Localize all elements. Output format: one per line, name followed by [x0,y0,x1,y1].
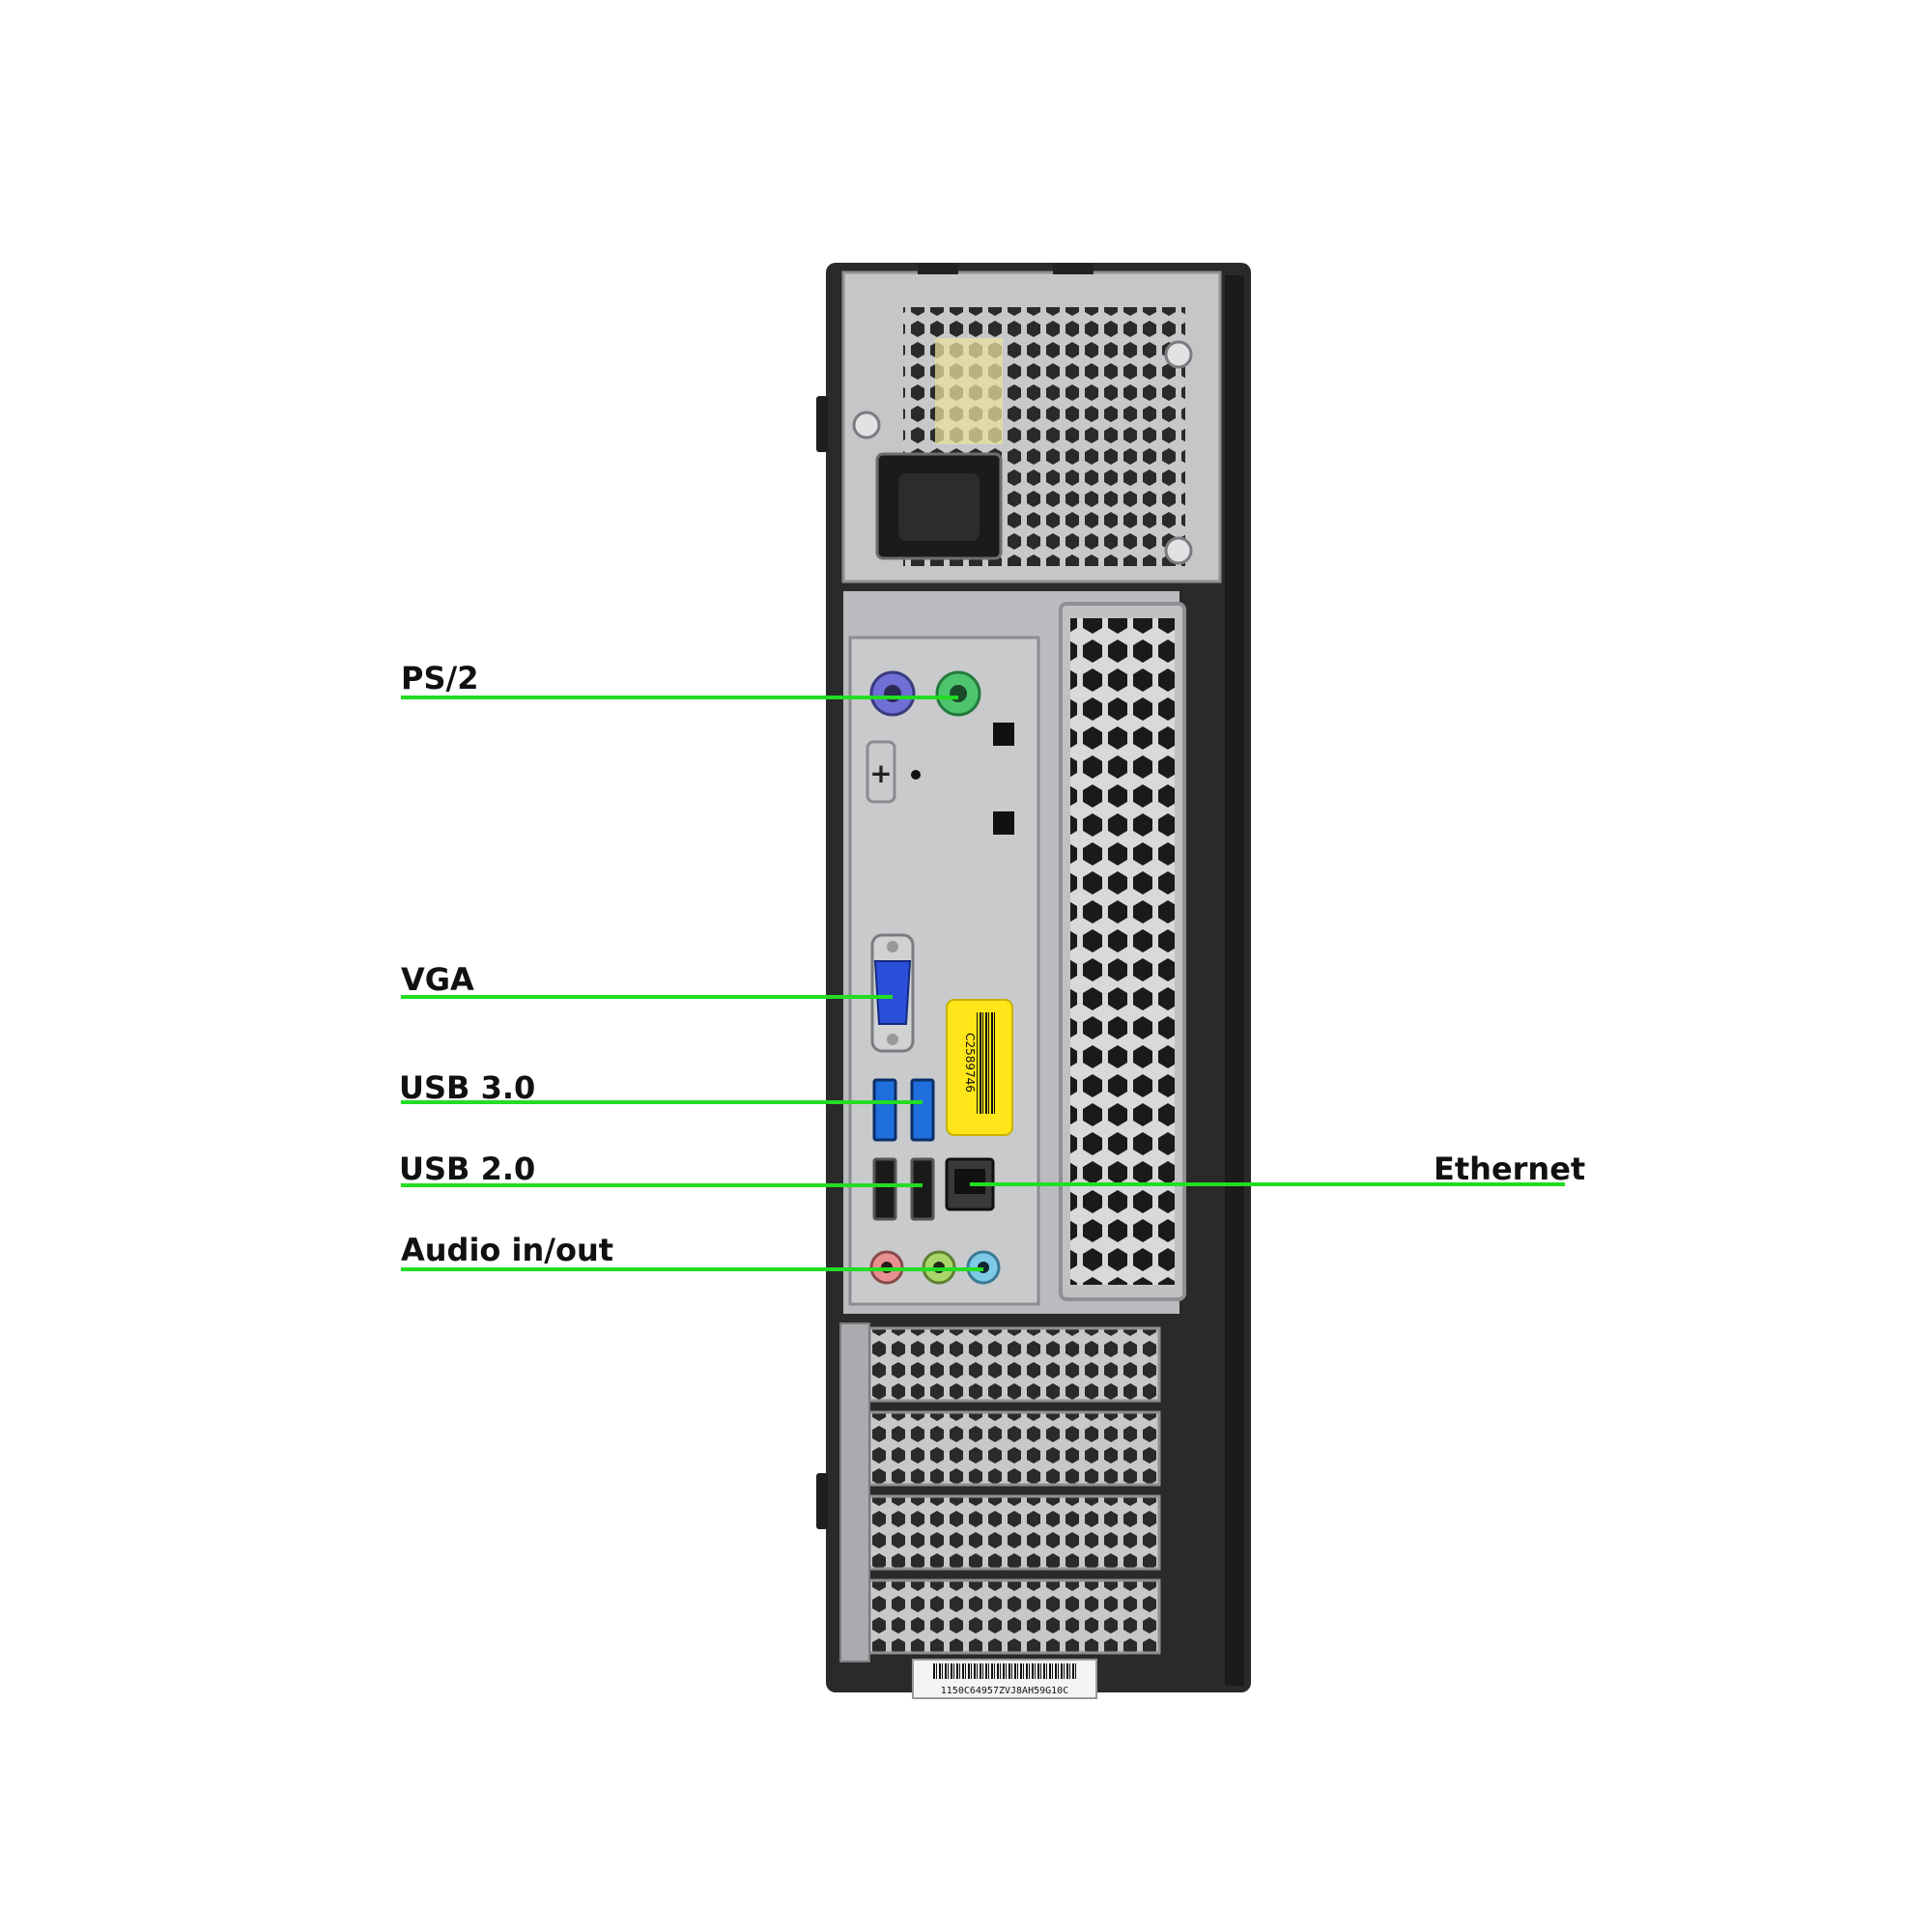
leader-lines [401,696,1565,1271]
usb3-ports [872,1078,935,1142]
vga-screw-top [887,941,898,952]
usb2-port-right[interactable] [910,1157,935,1221]
label-vga: VGA [401,961,474,998]
ps2-keyboard-port-center [884,685,901,702]
io-shield-slot-2 [993,811,1014,835]
label-ethernet: Ethernet [1434,1151,1586,1187]
power-socket-inner [898,473,980,541]
ground-hole [911,770,921,780]
ground-bracket [866,740,896,804]
ground-plus-symbol: + [869,757,892,789]
psu-top-tab-left [918,263,958,274]
expansion-slot-2 [867,1410,1161,1487]
psu-top-tab-right [1053,263,1094,274]
psu-screw-top-right [1164,340,1193,369]
ethernet-port-jack [954,1169,985,1194]
vga-port[interactable] [873,960,912,1025]
vga-port-group [870,933,915,1053]
expansion-slot-3 [867,1494,1161,1571]
expansion-slot-4 [867,1578,1161,1655]
case-left-bump-top [816,396,828,452]
case-left-bump-bottom [816,1473,828,1529]
label-usb3: USB 3.0 [399,1069,536,1106]
usb2-port-left[interactable] [872,1157,897,1221]
usb3-port-right[interactable] [910,1078,935,1142]
io-shield-slot-1 [993,723,1014,746]
ps2-ports [869,670,981,717]
psu-label [935,338,1003,444]
label-usb2: USB 2.0 [399,1151,536,1187]
ps2-mouse-port-center [950,685,967,702]
psu-screw-bottom-right [1164,536,1193,565]
usb3-port-left[interactable] [872,1078,897,1142]
vga-screw-bottom [887,1034,898,1045]
expansion-slots [839,1322,1161,1662]
usb2-ports [872,1157,935,1221]
barcode-sticker: C2589746 [946,999,1013,1136]
expansion-bracket-strip [839,1322,870,1662]
serial-sticker: 1150C64957ZVJ8AH59G10C [912,1659,1097,1699]
case-side-strip [1225,275,1244,1686]
label-audio: Audio in/out [401,1232,614,1268]
label-ps2: PS/2 [401,660,479,696]
barcode-sticker-id: C2589746 [963,1033,977,1093]
serial-sticker-text: 1150C64957ZVJ8AH59G10C [941,1686,1068,1696]
psu-screw-top-left [852,411,881,440]
side-vent-grill [1070,618,1175,1285]
expansion-slot-1 [867,1326,1161,1403]
